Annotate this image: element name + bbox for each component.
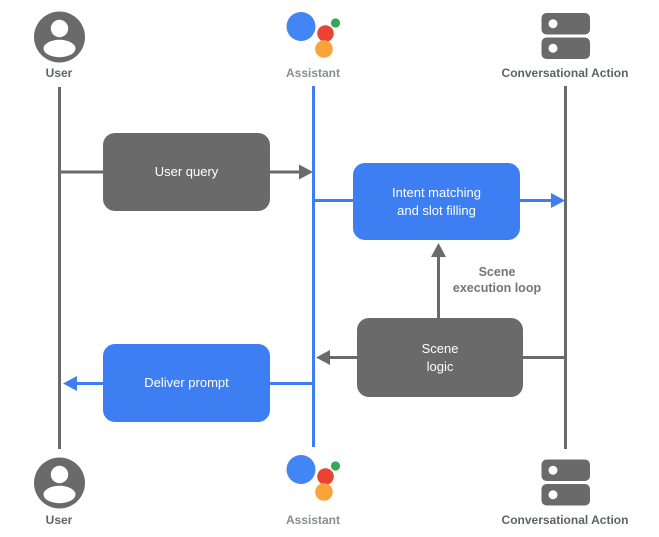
scene-loop-arrowhead-icon	[431, 243, 446, 257]
server-stack-icon	[541, 459, 590, 506]
scene-execution-loop-label: Scene execution loop	[437, 265, 557, 296]
scene-execution-loop-line1: Scene	[478, 265, 516, 279]
user-query-box: User query	[103, 133, 270, 211]
actor-label-user-top: User	[45, 66, 73, 80]
deliver-prompt-arrowhead-icon	[63, 376, 77, 391]
intent-matching-box: Intent matching and slot filling	[353, 163, 520, 240]
scene-logic-box: Scene logic	[357, 318, 523, 397]
user-query-label: User query	[154, 164, 219, 180]
intent-arrowhead-icon	[551, 193, 565, 208]
scene-logic-arrowhead-icon	[316, 350, 330, 365]
deliver-prompt-label: Deliver prompt	[144, 375, 229, 391]
actor-label-conversational-action-top: Conversational Action	[501, 66, 629, 80]
user-icon	[34, 11, 85, 63]
assistant-icon	[286, 455, 341, 501]
assistant-icon	[286, 12, 341, 58]
server-stack-icon	[541, 13, 590, 59]
actor-label-assistant-bottom: Assistant	[285, 513, 341, 527]
scene-logic-label-line2: logic	[426, 358, 454, 374]
actor-label-assistant-top: Assistant	[285, 66, 341, 80]
lifelines	[58, 86, 567, 449]
intent-matching-label-line2: and slot filling	[397, 202, 476, 218]
actor-label-conversational-action-bottom: Conversational Action	[501, 513, 629, 527]
actor-label-user-bottom: User	[45, 513, 73, 527]
user-query-arrowhead-icon	[299, 164, 313, 180]
user-icon	[34, 457, 85, 509]
deliver-prompt-box: Deliver prompt	[103, 344, 270, 422]
scene-execution-loop-line2: execution loop	[452, 280, 542, 295]
scene-logic-label-line1: Scene	[421, 340, 459, 356]
intent-matching-label-line1: Intent matching	[392, 184, 481, 200]
